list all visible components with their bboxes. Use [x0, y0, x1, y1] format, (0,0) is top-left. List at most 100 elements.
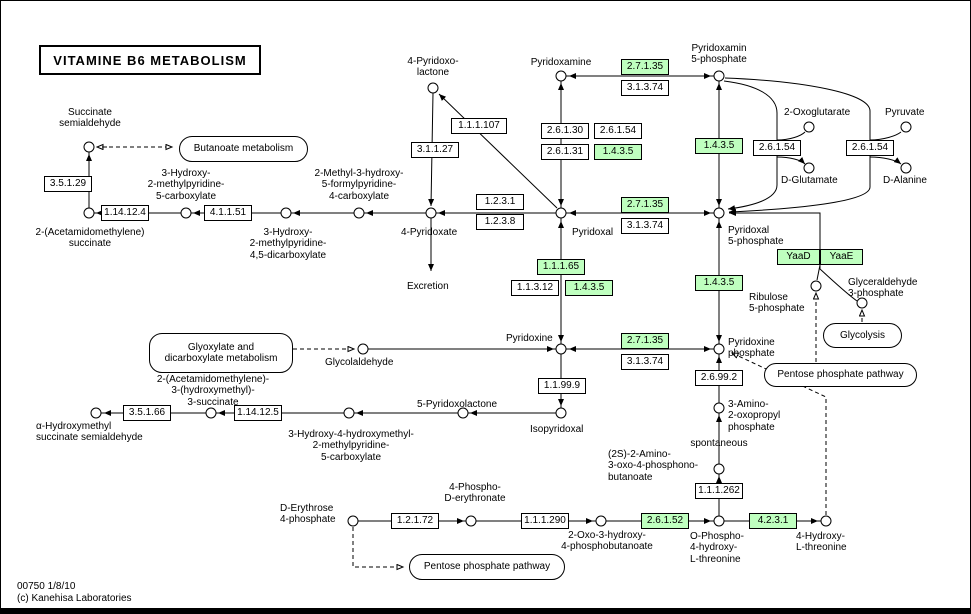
- compound-2-acetamidomethylene-3-hydroxymethyl-succinate[interactable]: [205, 407, 217, 419]
- label-o-phospho-4-hydroxy-l-threonine: O-Phospho- 4-hydroxy- L-threonine: [690, 531, 744, 565]
- compound-4-hydroxy-l-threonine[interactable]: [820, 515, 832, 527]
- compound-ribulose-5-phosphate[interactable]: [810, 280, 822, 292]
- enzyme-box-1-1-1-65[interactable]: 1.1.1.65: [537, 259, 585, 275]
- compound-5-pyridoxolactone[interactable]: [457, 407, 469, 419]
- compound-glycolaldehyde[interactable]: [357, 343, 369, 355]
- compound-pyridoxal-5-phosphate[interactable]: [713, 207, 725, 219]
- map-title: VITAMINE B6 METABOLISM: [39, 45, 261, 75]
- compound-2-oxo-3-hydroxy-4-phosphobutanoate[interactable]: [595, 515, 607, 527]
- enzyme-box-1-14-12-4[interactable]: 1.14.12.4: [101, 205, 149, 221]
- compound-2-acetamidomethylene-succinate[interactable]: [83, 207, 95, 219]
- label-ribulose-5-phosphate: Ribulose 5-phosphate: [749, 292, 805, 315]
- compound-2-methyl-3-hydroxy-5-formylpyridine-4-carboxylate[interactable]: [353, 207, 365, 219]
- label-2-oxoglutarate: 2-Oxoglutarate: [784, 107, 851, 118]
- label-4-phospho-d-erythronate: 4-Phospho- D-erythronate: [444, 482, 506, 505]
- label-3-hydroxy-4-hydroxymethyl-2-methylpyridine-5-carboxylate: 3-Hydroxy-4-hydroxymethyl- 2-methylpyrid…: [288, 429, 414, 463]
- compound-pyridoxamine[interactable]: [555, 70, 567, 82]
- bottom-bar: [1, 608, 970, 613]
- enzyme-box-1-2-1-72[interactable]: 1.2.1.72: [391, 513, 439, 529]
- enzyme-box-1-1-1-107[interactable]: 1.1.1.107: [451, 118, 507, 134]
- enzyme-box-3-5-1-66[interactable]: 3.5.1.66: [123, 405, 171, 421]
- enzyme-box-2-6-1-30[interactable]: 2.6.1.30: [541, 123, 589, 139]
- pathway-link-butanoate-metabolism[interactable]: Butanoate metabolism: [179, 136, 308, 162]
- label-pyruvate: Pyruvate: [885, 107, 925, 118]
- enzyme-box-1-4-3-5[interactable]: 1.4.3.5: [565, 280, 613, 296]
- enzyme-box-1-1-99-9[interactable]: 1.1.99.9: [538, 378, 586, 394]
- compound-4-pyridoxate[interactable]: [425, 207, 437, 219]
- compound-4-pyridoxolactone[interactable]: [427, 82, 439, 94]
- compound-2s-2-amino-3-oxo-4-phosphono-butanoate[interactable]: [713, 463, 725, 475]
- compound-o-phospho-4-hydroxy-l-threonine[interactable]: [713, 515, 725, 527]
- enzyme-box-1-4-3-5[interactable]: 1.4.3.5: [695, 275, 743, 291]
- enzyme-box-4-1-1-51[interactable]: 4.1.1.51: [204, 205, 252, 221]
- enzyme-box-1-4-3-5[interactable]: 1.4.3.5: [695, 138, 743, 154]
- compound-4-phospho-d-erythronate[interactable]: [465, 515, 477, 527]
- compound-pyridoxamine-5-phosphate[interactable]: [713, 70, 725, 82]
- enzyme-box-2-6-1-52[interactable]: 2.6.1.52: [641, 513, 689, 529]
- enzyme-box-1-1-1-290[interactable]: 1.1.1.290: [521, 513, 569, 529]
- enzyme-box-2-6-99-2[interactable]: 2.6.99.2: [695, 370, 743, 386]
- enzyme-box-3-1-3-74[interactable]: 3.1.3.74: [621, 354, 669, 370]
- compound-d-alanine[interactable]: [900, 162, 912, 174]
- enzyme-box-2-6-1-54[interactable]: 2.6.1.54: [753, 140, 801, 156]
- compound-3-hydroxy-2-methylpyridine-5-carboxylate[interactable]: [180, 207, 192, 219]
- compound-d-erythrose-4-phosphate[interactable]: [347, 515, 359, 527]
- compound-succinate-semialdehyde[interactable]: [83, 141, 95, 153]
- compound-3-hydroxy-2-methylpyridine-4-5-dicarboxylate[interactable]: [280, 207, 292, 219]
- label-d-alanine: D-Alanine: [883, 175, 927, 186]
- enzyme-box-1-1-1-262[interactable]: 1.1.1.262: [695, 483, 743, 499]
- pathway-link-glyoxylate-dicarboxylate-metabolism[interactable]: Glyoxylate and dicarboxylate metabolism: [149, 333, 293, 373]
- enzyme-box-1-1-3-12[interactable]: 1.1.3.12: [511, 280, 559, 296]
- label-3-hydroxy-2-methylpyridine-5-carboxylate: 3-Hydroxy- 2-methylpyridine- 5-carboxyla…: [147, 168, 225, 202]
- enzyme-box-3-1-3-74[interactable]: 3.1.3.74: [621, 80, 669, 96]
- label-d-erythrose-4-phosphate: D-Erythrose 4-phosphate: [280, 503, 336, 526]
- pathway-link-glycolysis[interactable]: Glycolysis: [823, 323, 902, 348]
- enzyme-box-1-4-3-5[interactable]: 1.4.3.5: [594, 144, 642, 160]
- compound-pyruvate[interactable]: [900, 121, 912, 133]
- label-2-methyl-3-hydroxy-5-formylpyridine-4-carboxylate: 2-Methyl-3-hydroxy- 5-formylpyridine- 4-…: [314, 168, 404, 202]
- enzyme-box-1-2-3-8[interactable]: 1.2.3.8: [476, 214, 524, 230]
- label-4-pyridoxate: 4-Pyridoxate: [401, 227, 458, 238]
- pathway-link-pentose-phosphate-pathway[interactable]: Pentose phosphate pathway: [764, 363, 917, 387]
- enzyme-box-2-7-1-35[interactable]: 2.7.1.35: [621, 333, 669, 349]
- label-pyridoxine-phosphate: Pyridoxine phosphate: [728, 337, 775, 360]
- enzyme-box-2-6-1-31[interactable]: 2.6.1.31: [541, 144, 589, 160]
- enzyme-box-2-6-1-54[interactable]: 2.6.1.54: [594, 123, 642, 139]
- enzyme-box-3-1-3-74[interactable]: 3.1.3.74: [621, 218, 669, 234]
- enzyme-box-1-14-12-5[interactable]: 1.14.12.5: [234, 405, 282, 421]
- compound-isopyridoxal[interactable]: [555, 407, 567, 419]
- label-2s-2-amino-3-oxo-4-phosphono-butanoate: (2S)-2-Amino- 3-oxo-4-phosphono- butanoa…: [608, 449, 699, 483]
- label-glycolaldehyde: Glycolaldehyde: [325, 357, 394, 368]
- enzyme-box-2-7-1-35[interactable]: 2.7.1.35: [621, 197, 669, 213]
- label-alpha-hydroxymethyl-succinate-semialdehyde: α-Hydroxymethyl succinate semialdehyde: [36, 421, 143, 444]
- compound-2-oxoglutarate[interactable]: [803, 121, 815, 133]
- enzyme-box-4-2-3-1[interactable]: 4.2.3.1: [749, 513, 797, 529]
- map-link-lines-dashed: [97, 147, 862, 567]
- label-5-pyridoxolactone: 5-Pyridoxolactone: [416, 399, 498, 410]
- compound-3-hydroxy-4-hydroxymethyl-2-methylpyridine-5-carboxylate[interactable]: [343, 407, 355, 419]
- compound-pyridoxal[interactable]: [555, 207, 567, 219]
- compound-pyridoxine-phosphate[interactable]: [713, 343, 725, 355]
- enzyme-box-3-5-1-29[interactable]: 3.5.1.29: [44, 176, 92, 192]
- enzyme-box-yaad[interactable]: YaaD: [777, 249, 820, 265]
- enzyme-box-1-2-3-1[interactable]: 1.2.3.1: [476, 194, 524, 210]
- enzyme-box-3-1-1-27[interactable]: 3.1.1.27: [411, 142, 459, 158]
- arrowhead-stubs: [86, 73, 818, 524]
- compound-3-amino-2-oxopropyl-phosphate[interactable]: [713, 402, 725, 414]
- map-id-text: 00750 1/8/10: [17, 581, 76, 592]
- compound-d-glutamate[interactable]: [803, 162, 815, 174]
- enzyme-box-2-7-1-35[interactable]: 2.7.1.35: [621, 59, 669, 75]
- label-pyridoxal-5-phosphate: Pyridoxal 5-phosphate: [728, 225, 784, 248]
- label-2-acetamidomethylene-succinate: 2-(Acetamidomethylene) succinate: [35, 227, 145, 250]
- compound-pyridoxine[interactable]: [555, 343, 567, 355]
- compound-alpha-hydroxymethyl-succinate-semialdehyde[interactable]: [90, 407, 102, 419]
- enzyme-box-2-6-1-54[interactable]: 2.6.1.54: [846, 140, 894, 156]
- enzyme-box-yaae[interactable]: YaaE: [820, 249, 863, 265]
- label-3-hydroxy-2-methylpyridine-4-5-dicarboxylate: 3-Hydroxy- 2-methylpyridine- 4,5-dicarbo…: [249, 227, 327, 261]
- pathway-link-pentose-phosphate-pathway[interactable]: Pentose phosphate pathway: [409, 554, 565, 580]
- compound-nodes: [83, 70, 912, 527]
- compound-glyceraldehyde-3-phosphate[interactable]: [856, 297, 868, 309]
- label-succinate-semialdehyde: Succinate semialdehyde: [59, 107, 121, 130]
